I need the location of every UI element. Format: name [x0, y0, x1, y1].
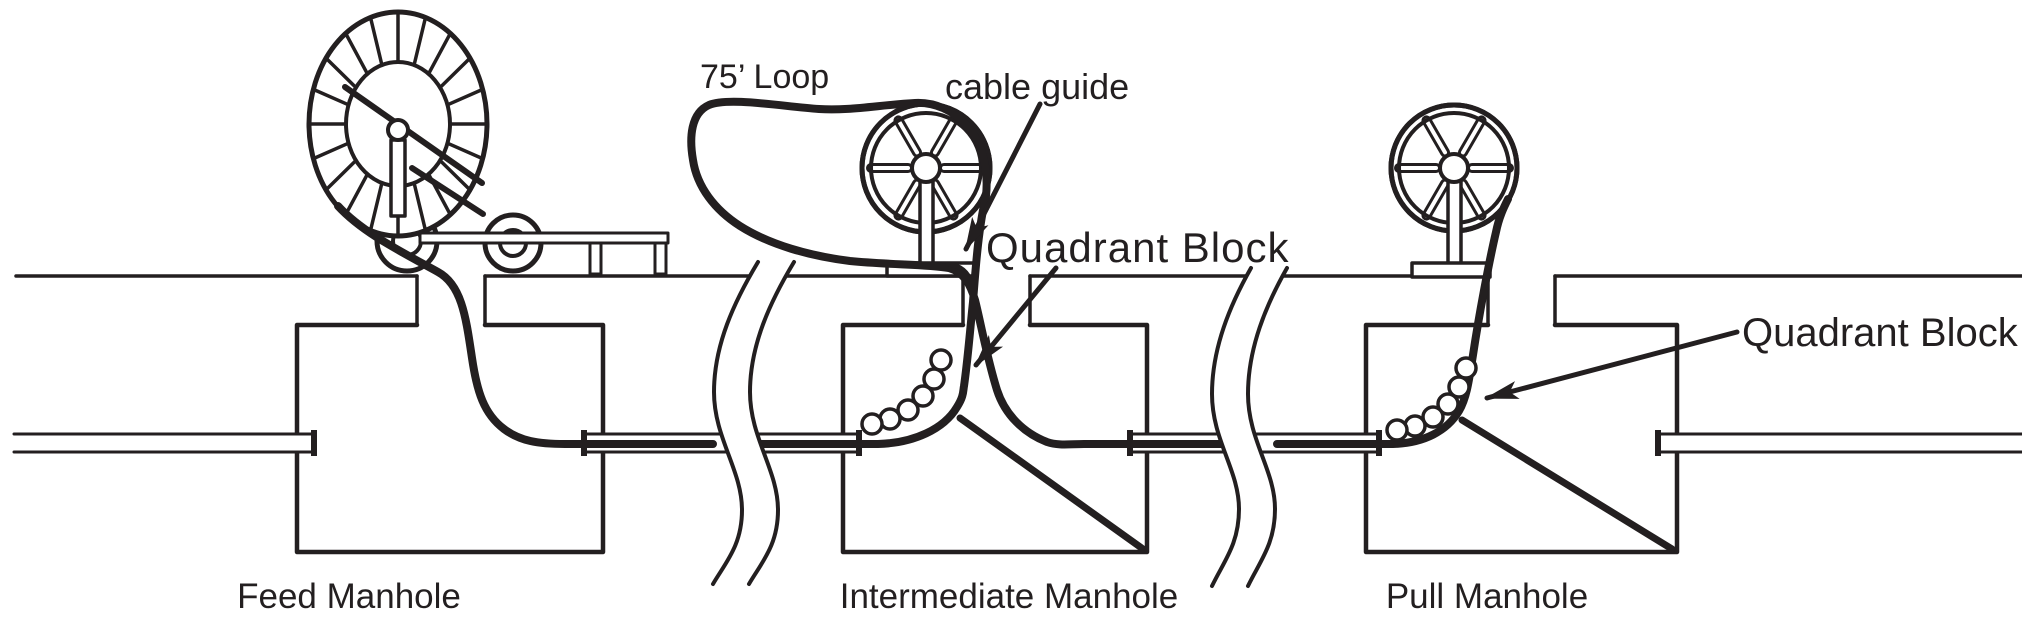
duct-right-of-pull — [1655, 430, 2022, 456]
cable-loop-section — [687, 97, 1231, 449]
label-pull-manhole: Pull Manhole — [1386, 577, 1588, 616]
sheave-hub — [1438, 152, 1470, 184]
quadrant-block-pull — [1385, 356, 1478, 442]
cable-reel — [306, 9, 490, 239]
label-feed-manhole: Feed Manhole — [237, 577, 461, 616]
sheave-hub — [910, 152, 942, 184]
sheave-post — [918, 168, 935, 266]
reel-brace — [342, 84, 485, 186]
quadrant-block-intermediate — [860, 348, 953, 436]
quadrant-block-leader-arrow-pull — [1484, 329, 1740, 401]
trailer-leg — [588, 241, 603, 276]
sheave-post — [1446, 168, 1463, 266]
label-75ft-loop: 75’ Loop — [700, 58, 829, 96]
cable-feed-section — [334, 202, 717, 448]
feed-manhole-chamber — [294, 322, 606, 555]
intermediate-manhole-chamber — [840, 322, 1150, 555]
sheave-pull — [1388, 102, 1520, 279]
reel-axle-strut — [389, 138, 407, 218]
sheave-base-plate — [1410, 261, 1492, 279]
break-lines-right — [1210, 266, 1289, 588]
cable-guide-leader-arrow — [963, 101, 1043, 252]
quadrant-block-leader-arrow-intermediate — [973, 265, 1059, 368]
sheave-intermediate — [859, 101, 993, 278]
label-quadrant-block-pull: Quadrant Block — [1742, 311, 2019, 355]
cable-guide-device — [945, 261, 975, 287]
trailer-bed — [418, 231, 670, 245]
trailer-leg-2 — [653, 241, 668, 276]
quadrant-block-strut-pull — [1458, 416, 1676, 553]
label-cable-guide: cable guide — [945, 66, 1129, 107]
break-lines-left — [711, 260, 796, 586]
feed-manhole-neck — [415, 274, 487, 327]
cable-pull-section — [1273, 195, 1512, 448]
quadrant-block-strut-intermediate — [956, 414, 1147, 553]
reel-hub — [386, 118, 410, 142]
label-intermediate-manhole: Intermediate Manhole — [840, 577, 1179, 616]
reel-flange-slats — [307, 10, 489, 238]
reel-brace-2 — [409, 165, 486, 217]
duct-left-of-feed — [12, 430, 317, 456]
cable — [334, 97, 1512, 449]
label-quadrant-block-intermediate: Quadrant Block — [986, 224, 1290, 271]
pull-manhole-chamber — [1363, 322, 1680, 555]
